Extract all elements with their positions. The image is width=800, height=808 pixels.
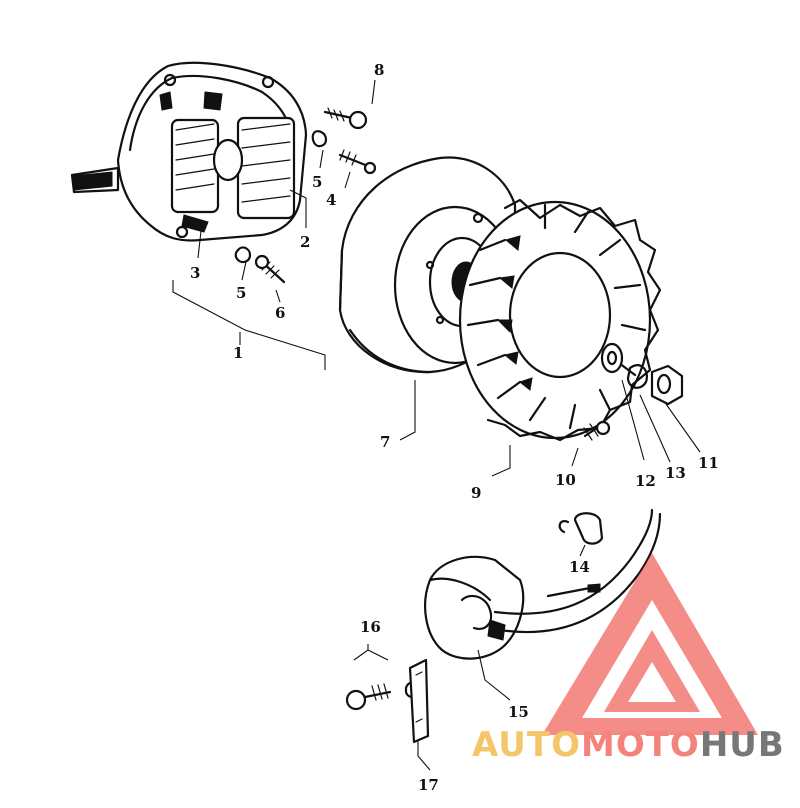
logo-triangle-icon [542,553,758,735]
cooling-fan [458,198,662,442]
callout-14: 14 [569,558,590,576]
callout-labels: 1 2 3 4 5 5 6 7 8 9 10 11 12 13 14 15 16… [190,61,719,794]
callout-1: 1 [233,344,243,362]
callout-9: 9 [471,484,481,502]
callout-13: 13 [665,464,686,482]
watermark-auto: AUTO [472,725,581,765]
leader-lines [172,79,701,771]
callout-16: 16 [360,618,381,636]
callout-7: 7 [380,433,390,451]
callout-2: 2 [300,233,310,251]
stator-assembly [70,61,377,284]
callout-3: 3 [190,264,200,282]
callout-8: 8 [374,61,384,79]
callout-17: 17 [418,776,439,794]
flywheel-hardware [583,342,684,441]
callout-12: 12 [635,472,656,490]
watermark-hub: HUB [700,725,785,765]
callout-15: 15 [508,703,529,721]
callout-5-upper: 5 [312,173,322,191]
watermark-text: AUTOMOTOHUB [472,725,785,765]
callout-11: 11 [698,454,719,472]
ignition-coil [424,508,662,660]
coil-mounting-hardware [345,658,430,744]
callout-6: 6 [275,304,285,322]
callout-5-lower: 5 [236,284,246,302]
callout-10: 10 [555,471,576,489]
watermark: AUTOMOTOHUB [472,553,785,765]
watermark-moto: MOTO [581,725,700,765]
callout-4: 4 [326,191,336,209]
